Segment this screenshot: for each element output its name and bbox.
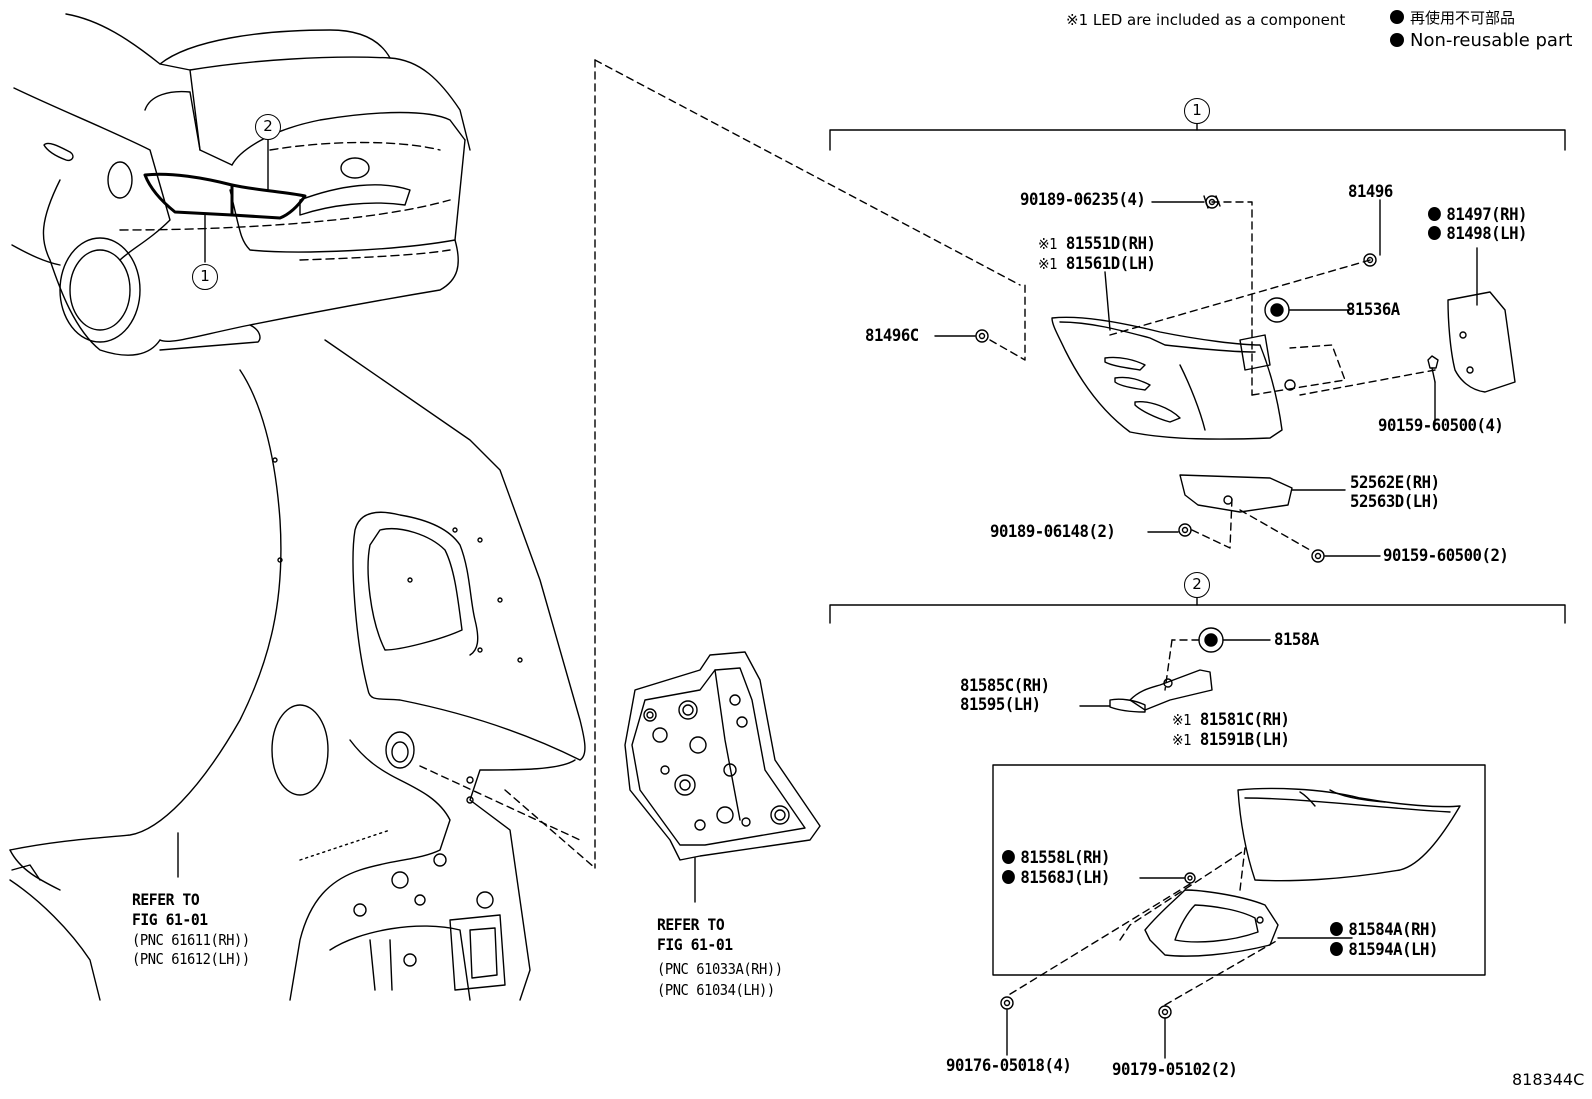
- mid-refer-to: REFER TO: [657, 915, 725, 934]
- mid-pnc-rh: (PNC 61033A(RH)): [657, 960, 783, 978]
- part-81561D-lh[interactable]: ※1 81561D(LH): [1038, 254, 1156, 274]
- mid-fig-ref[interactable]: FIG 61-01: [657, 935, 733, 954]
- part-81496C[interactable]: 81496C: [865, 326, 919, 346]
- leader-lines-group-2: [1006, 847, 1353, 1059]
- left-pnc-lh: (PNC 61612(LH)): [132, 950, 250, 968]
- lamp-cover-illustration: [1447, 291, 1516, 393]
- group-2-bracket: [829, 604, 1566, 624]
- led-mark: ※1: [1172, 731, 1191, 749]
- nonreusable-dot-icon: [1002, 870, 1015, 884]
- part-81558L-rh[interactable]: 81558L(RH): [1002, 848, 1110, 868]
- nonreusable-dot-icon: [1390, 33, 1404, 47]
- nonreusable-dot-icon: [1428, 207, 1441, 221]
- part-81568J-lh[interactable]: 81568J(LH): [1002, 868, 1110, 888]
- part-81591B-lh[interactable]: ※1 81591B(LH): [1172, 730, 1290, 750]
- part-81581C-label: 81581C(RH): [1199, 710, 1290, 730]
- nonreusable-en-label: Non-reusable part: [1410, 30, 1573, 51]
- part-81551D-label: 81551D(RH): [1065, 234, 1156, 254]
- nonreusable-dot-icon: [1330, 922, 1343, 936]
- led-mark: ※1: [1038, 235, 1057, 253]
- callout-1[interactable]: 1: [192, 264, 218, 290]
- nonreusable-dot-icon: [1330, 942, 1343, 956]
- part-81498-label: 81498(LH): [1446, 224, 1528, 244]
- nonreusable-dot-icon: [1390, 10, 1404, 24]
- part-52562E-rh[interactable]: 52562E(RH): [1350, 473, 1440, 493]
- nonreusable-dot-icon: [1002, 850, 1015, 864]
- part-81568J-label: 81568J(LH): [1020, 868, 1110, 888]
- vehicle-rear-illustration: [11, 13, 471, 356]
- callout-2[interactable]: 2: [255, 114, 281, 140]
- group-1-callout[interactable]: 1: [1184, 98, 1210, 124]
- part-90189-06148[interactable]: 90189-06148(2): [990, 522, 1116, 542]
- nonreusable-legend-en: Non-reusable part: [1390, 31, 1572, 51]
- part-81551D-rh[interactable]: ※1 81551D(RH): [1038, 234, 1156, 254]
- left-fig-ref[interactable]: FIG 61-01: [132, 910, 208, 929]
- part-81581C-rh[interactable]: ※1 81581C(RH): [1172, 710, 1290, 730]
- figure-id: 818344C: [1512, 1070, 1585, 1089]
- fastener-icons-group-1: [975, 195, 1439, 383]
- part-8158A[interactable]: 8158A: [1274, 630, 1319, 650]
- nonreusable-legend-jp: 再使用不可部品: [1390, 8, 1515, 28]
- part-81496[interactable]: 81496: [1348, 182, 1393, 202]
- part-81497-rh[interactable]: 81497(RH): [1428, 205, 1527, 225]
- part-81558L-label: 81558L(RH): [1020, 848, 1110, 868]
- gasket-illustration: [1144, 889, 1279, 957]
- part-81591B-label: 81591B(LH): [1199, 730, 1290, 750]
- part-90176-05018[interactable]: 90176-05018(4): [946, 1056, 1072, 1076]
- part-81584A-rh[interactable]: 81584A(RH): [1330, 920, 1438, 940]
- inner-panel-illustration: [624, 651, 821, 861]
- part-81561D-label: 81561D(LH): [1065, 254, 1156, 274]
- nonreusable-jp-label: 再使用不可部品: [1410, 9, 1516, 27]
- retainer-bracket-illustration: [1179, 474, 1293, 513]
- socket-wire-illustration: [1129, 669, 1213, 711]
- part-81595-lh[interactable]: 81595(LH): [960, 695, 1041, 715]
- part-90159-60500-4[interactable]: 90159-60500(4): [1378, 416, 1504, 436]
- part-81497-label: 81497(RH): [1446, 205, 1528, 225]
- nut-90179-icon: [1158, 1005, 1172, 1019]
- part-90179-05102[interactable]: 90179-05102(2): [1112, 1060, 1238, 1080]
- part-81536A[interactable]: 81536A: [1346, 300, 1400, 320]
- part-81585C-rh[interactable]: 81585C(RH): [960, 676, 1050, 696]
- part-81584A-label: 81584A(RH): [1348, 920, 1438, 940]
- part-90159-60500-2[interactable]: 90159-60500(2): [1383, 546, 1509, 566]
- group-2-callout[interactable]: 2: [1184, 572, 1210, 598]
- back-door-lamp-illustration: [1237, 787, 1461, 882]
- quarter-panel-illustration: [9, 339, 586, 1001]
- nonreusable-dot-icon: [1428, 226, 1441, 240]
- part-81498-lh[interactable]: 81498(LH): [1428, 224, 1527, 244]
- leader-lines-group-1: [934, 199, 1478, 557]
- part-90189-06235[interactable]: 90189-06235(4): [1020, 190, 1146, 210]
- left-pnc-rh: (PNC 61611(RH)): [132, 931, 250, 949]
- part-81594A-label: 81594A(LH): [1348, 940, 1438, 960]
- part-81594A-lh[interactable]: 81594A(LH): [1330, 940, 1438, 960]
- group-1-bracket: [829, 129, 1566, 151]
- zoom-diagonal-leader: [594, 59, 1021, 286]
- mid-pnc-lh: (PNC 61034(LH)): [657, 981, 775, 999]
- led-mark: ※1: [1172, 711, 1191, 729]
- tail-lamp-illustration: [1051, 316, 1296, 440]
- part-52563D-lh[interactable]: 52563D(LH): [1350, 492, 1440, 512]
- lamp-assy-box: [992, 764, 1486, 976]
- panel-zoom-leader: [419, 765, 581, 841]
- nut-90176-icon: [1000, 996, 1014, 1010]
- led-mark: ※1: [1038, 255, 1057, 273]
- left-refer-to: REFER TO: [132, 890, 200, 909]
- led-note: ※1 LED are included as a component: [1066, 11, 1346, 29]
